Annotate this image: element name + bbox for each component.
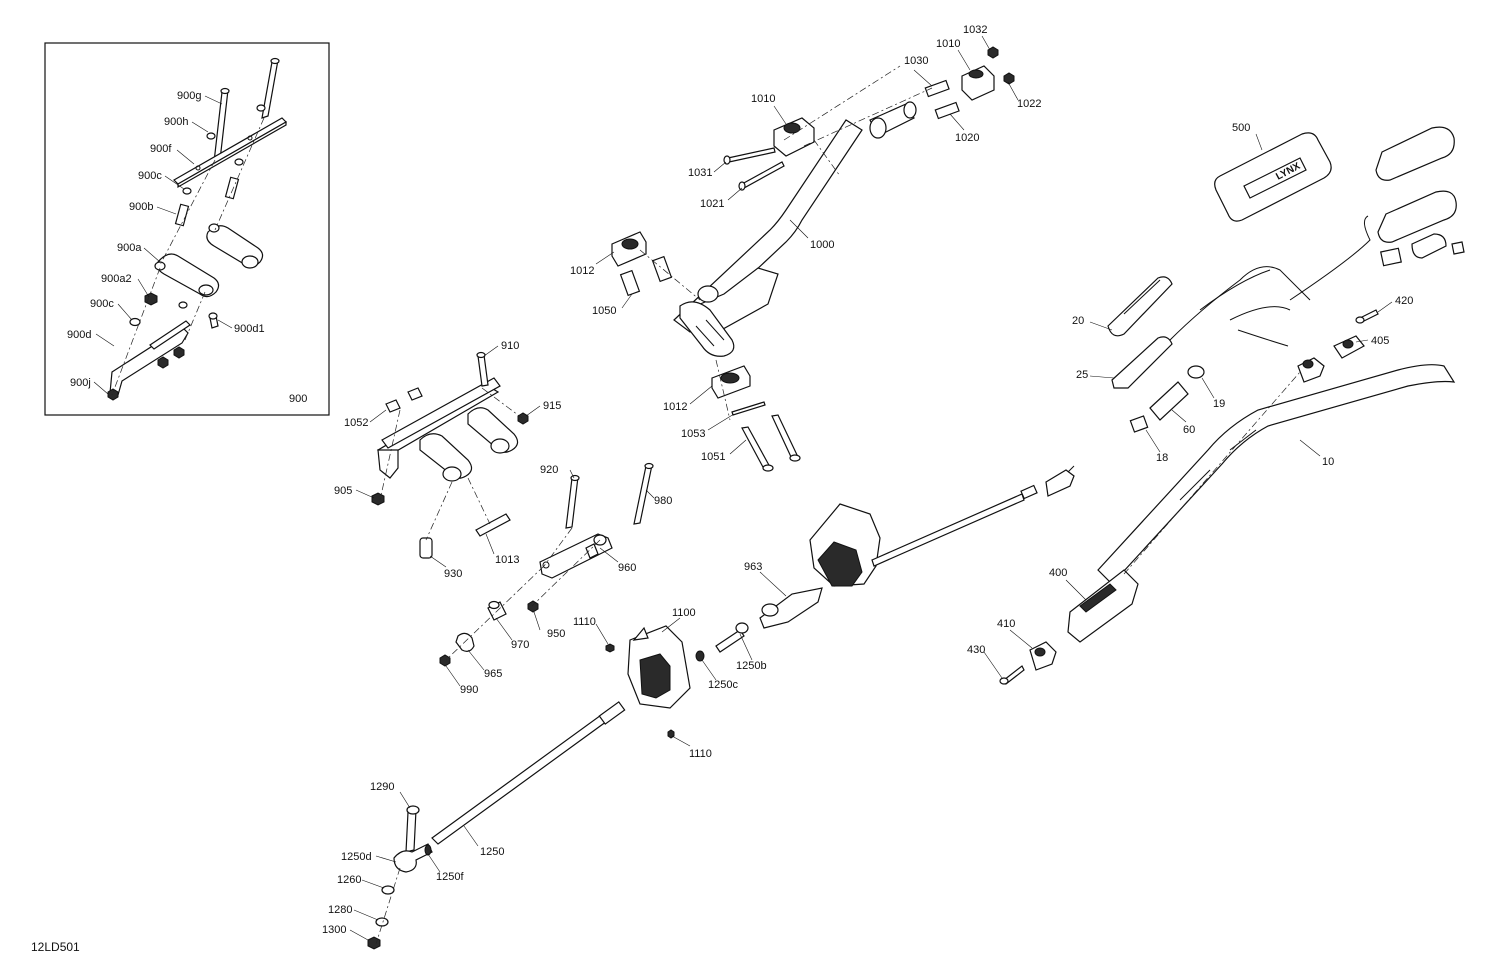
callout-420: 420	[1395, 295, 1413, 307]
inset-assembly-900	[107, 57, 287, 401]
callout-18: 18	[1156, 452, 1168, 464]
callout-20: 20	[1072, 315, 1084, 327]
callout-965: 965	[484, 668, 502, 680]
callout-labels: 900g 900h 900f 900c 900b 900a 900a2 900c…	[31, 24, 1413, 954]
callout-1012-upper: 1012	[570, 265, 594, 277]
callout-1053: 1053	[681, 428, 705, 440]
callout-900a: 900a	[117, 242, 142, 254]
callout-1052: 1052	[344, 417, 368, 429]
callout-25: 25	[1076, 369, 1088, 381]
callout-1250f: 1250f	[436, 871, 464, 883]
callout-900g: 900g	[177, 90, 201, 102]
callout-900f: 900f	[150, 143, 172, 155]
callout-905: 905	[334, 485, 352, 497]
callout-900h: 900h	[164, 116, 188, 128]
callout-400: 400	[1049, 567, 1067, 579]
callout-405: 405	[1371, 335, 1389, 347]
callout-920: 920	[540, 464, 558, 476]
callout-900a2: 900a2	[101, 273, 132, 285]
callout-1300: 1300	[322, 924, 346, 936]
steering-column-1000	[611, 46, 1015, 472]
callout-980: 980	[654, 495, 672, 507]
inset-label: 900	[289, 393, 307, 405]
callout-10: 10	[1322, 456, 1334, 468]
callout-963: 963	[744, 561, 762, 573]
callout-1000: 1000	[810, 239, 834, 251]
steering-shaft-1250	[367, 622, 749, 950]
callout-1032: 1032	[963, 24, 987, 36]
pitman-arm-assembly	[439, 462, 654, 667]
callout-1012-lower: 1012	[663, 401, 687, 413]
callout-930: 930	[444, 568, 462, 580]
callout-900d: 900d	[67, 329, 91, 341]
inset-frame	[44, 42, 330, 416]
callout-410: 410	[997, 618, 1015, 630]
callout-1021: 1021	[700, 198, 724, 210]
leader-lines	[93, 35, 1393, 941]
callout-1050: 1050	[592, 305, 616, 317]
callout-1051: 1051	[701, 451, 725, 463]
callout-1013: 1013	[495, 554, 519, 566]
callout-1280: 1280	[328, 904, 352, 916]
callout-1250: 1250	[480, 846, 504, 858]
callout-1260: 1260	[337, 874, 361, 886]
steering-support-assembly	[371, 351, 529, 559]
callout-1010-left: 1010	[751, 93, 775, 105]
callout-960: 960	[618, 562, 636, 574]
handlebar-assembly: LYNX	[999, 126, 1465, 685]
callout-1110-lower: 1110	[689, 748, 712, 760]
callout-430: 430	[967, 644, 985, 656]
callout-900d1: 900d1	[234, 323, 265, 335]
callout-1030: 1030	[904, 55, 928, 67]
callout-915: 915	[543, 400, 561, 412]
callout-1031: 1031	[688, 167, 712, 179]
callout-900c-lower: 900c	[90, 298, 114, 310]
callout-970: 970	[511, 639, 529, 651]
callout-900c: 900c	[138, 170, 162, 182]
callout-990: 990	[460, 684, 478, 696]
callout-910: 910	[501, 340, 519, 352]
callout-1250d: 1250d	[341, 851, 372, 863]
callout-500: 500	[1232, 122, 1250, 134]
callout-900j: 900j	[70, 377, 91, 389]
callout-1022: 1022	[1017, 98, 1041, 110]
callout-900b: 900b	[129, 201, 153, 213]
diagram-code: 12LD501	[31, 940, 80, 954]
callout-60: 60	[1183, 424, 1195, 436]
callout-1020: 1020	[955, 132, 979, 144]
callout-1110-upper: 1110	[573, 616, 596, 628]
steering-arm-963	[759, 465, 1075, 629]
callout-1100: 1100	[672, 607, 696, 619]
callout-19: 19	[1213, 398, 1225, 410]
callout-1010-right: 1010	[936, 38, 960, 50]
callout-1250c: 1250c	[708, 679, 738, 691]
callout-1290: 1290	[370, 781, 394, 793]
callout-1250b: 1250b	[736, 660, 767, 672]
callout-950: 950	[547, 628, 565, 640]
